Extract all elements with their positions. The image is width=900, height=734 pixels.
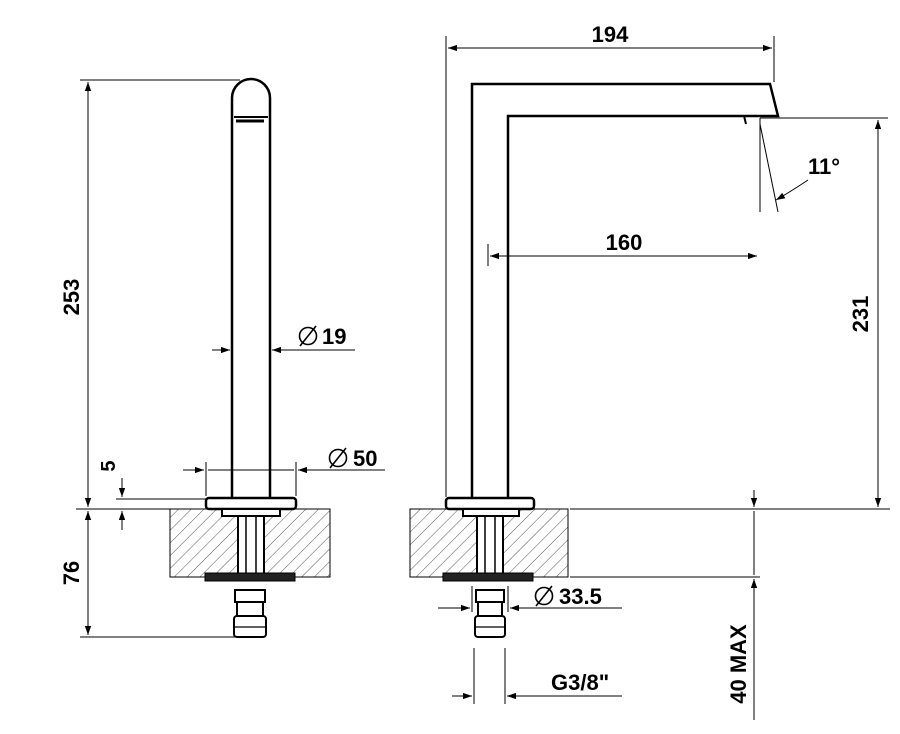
base-ring-front xyxy=(462,508,520,517)
spout-body xyxy=(230,77,272,499)
dim-connector-diameter: 33.5 xyxy=(559,584,602,609)
side-view: 253 76 5 19 50 xyxy=(59,77,385,638)
base-ring xyxy=(221,508,281,517)
diameter-icon xyxy=(298,325,318,347)
dim-max-thickness: 40 MAX xyxy=(726,624,751,704)
shank xyxy=(237,515,265,577)
dim-base-diameter: 50 xyxy=(353,446,377,471)
connector-thread xyxy=(236,601,264,617)
connector xyxy=(234,589,266,603)
angle-arc xyxy=(775,179,809,201)
base-flange xyxy=(204,496,298,511)
angle-flow-line xyxy=(759,123,779,213)
diameter-icon xyxy=(328,447,348,469)
shank-front xyxy=(476,515,504,577)
connector-thread-front xyxy=(477,601,503,617)
dim-spout-reach: 160 xyxy=(606,230,643,255)
front-view: 194 160 11° 231 40 MAX 33.5 xyxy=(409,22,890,720)
dim-thread: G3/8" xyxy=(551,670,609,695)
dim-counter-thickness: 76 xyxy=(59,561,84,585)
connector-front xyxy=(475,589,505,603)
dim-outlet-height: 231 xyxy=(848,296,873,333)
dim-spout-angle: 11° xyxy=(808,154,840,179)
lock-nut-front xyxy=(442,572,534,582)
base-flange-front xyxy=(444,496,536,511)
lock-nut xyxy=(204,572,296,582)
spout-outlet xyxy=(743,115,747,125)
dim-base-height: 5 xyxy=(98,460,120,471)
diameter-icon xyxy=(534,585,554,607)
dim-total-height: 253 xyxy=(59,279,84,316)
spout-body-front xyxy=(470,82,780,499)
dim-spout-diameter: 19 xyxy=(322,324,346,349)
dim-spout-reach-total: 194 xyxy=(592,22,629,47)
